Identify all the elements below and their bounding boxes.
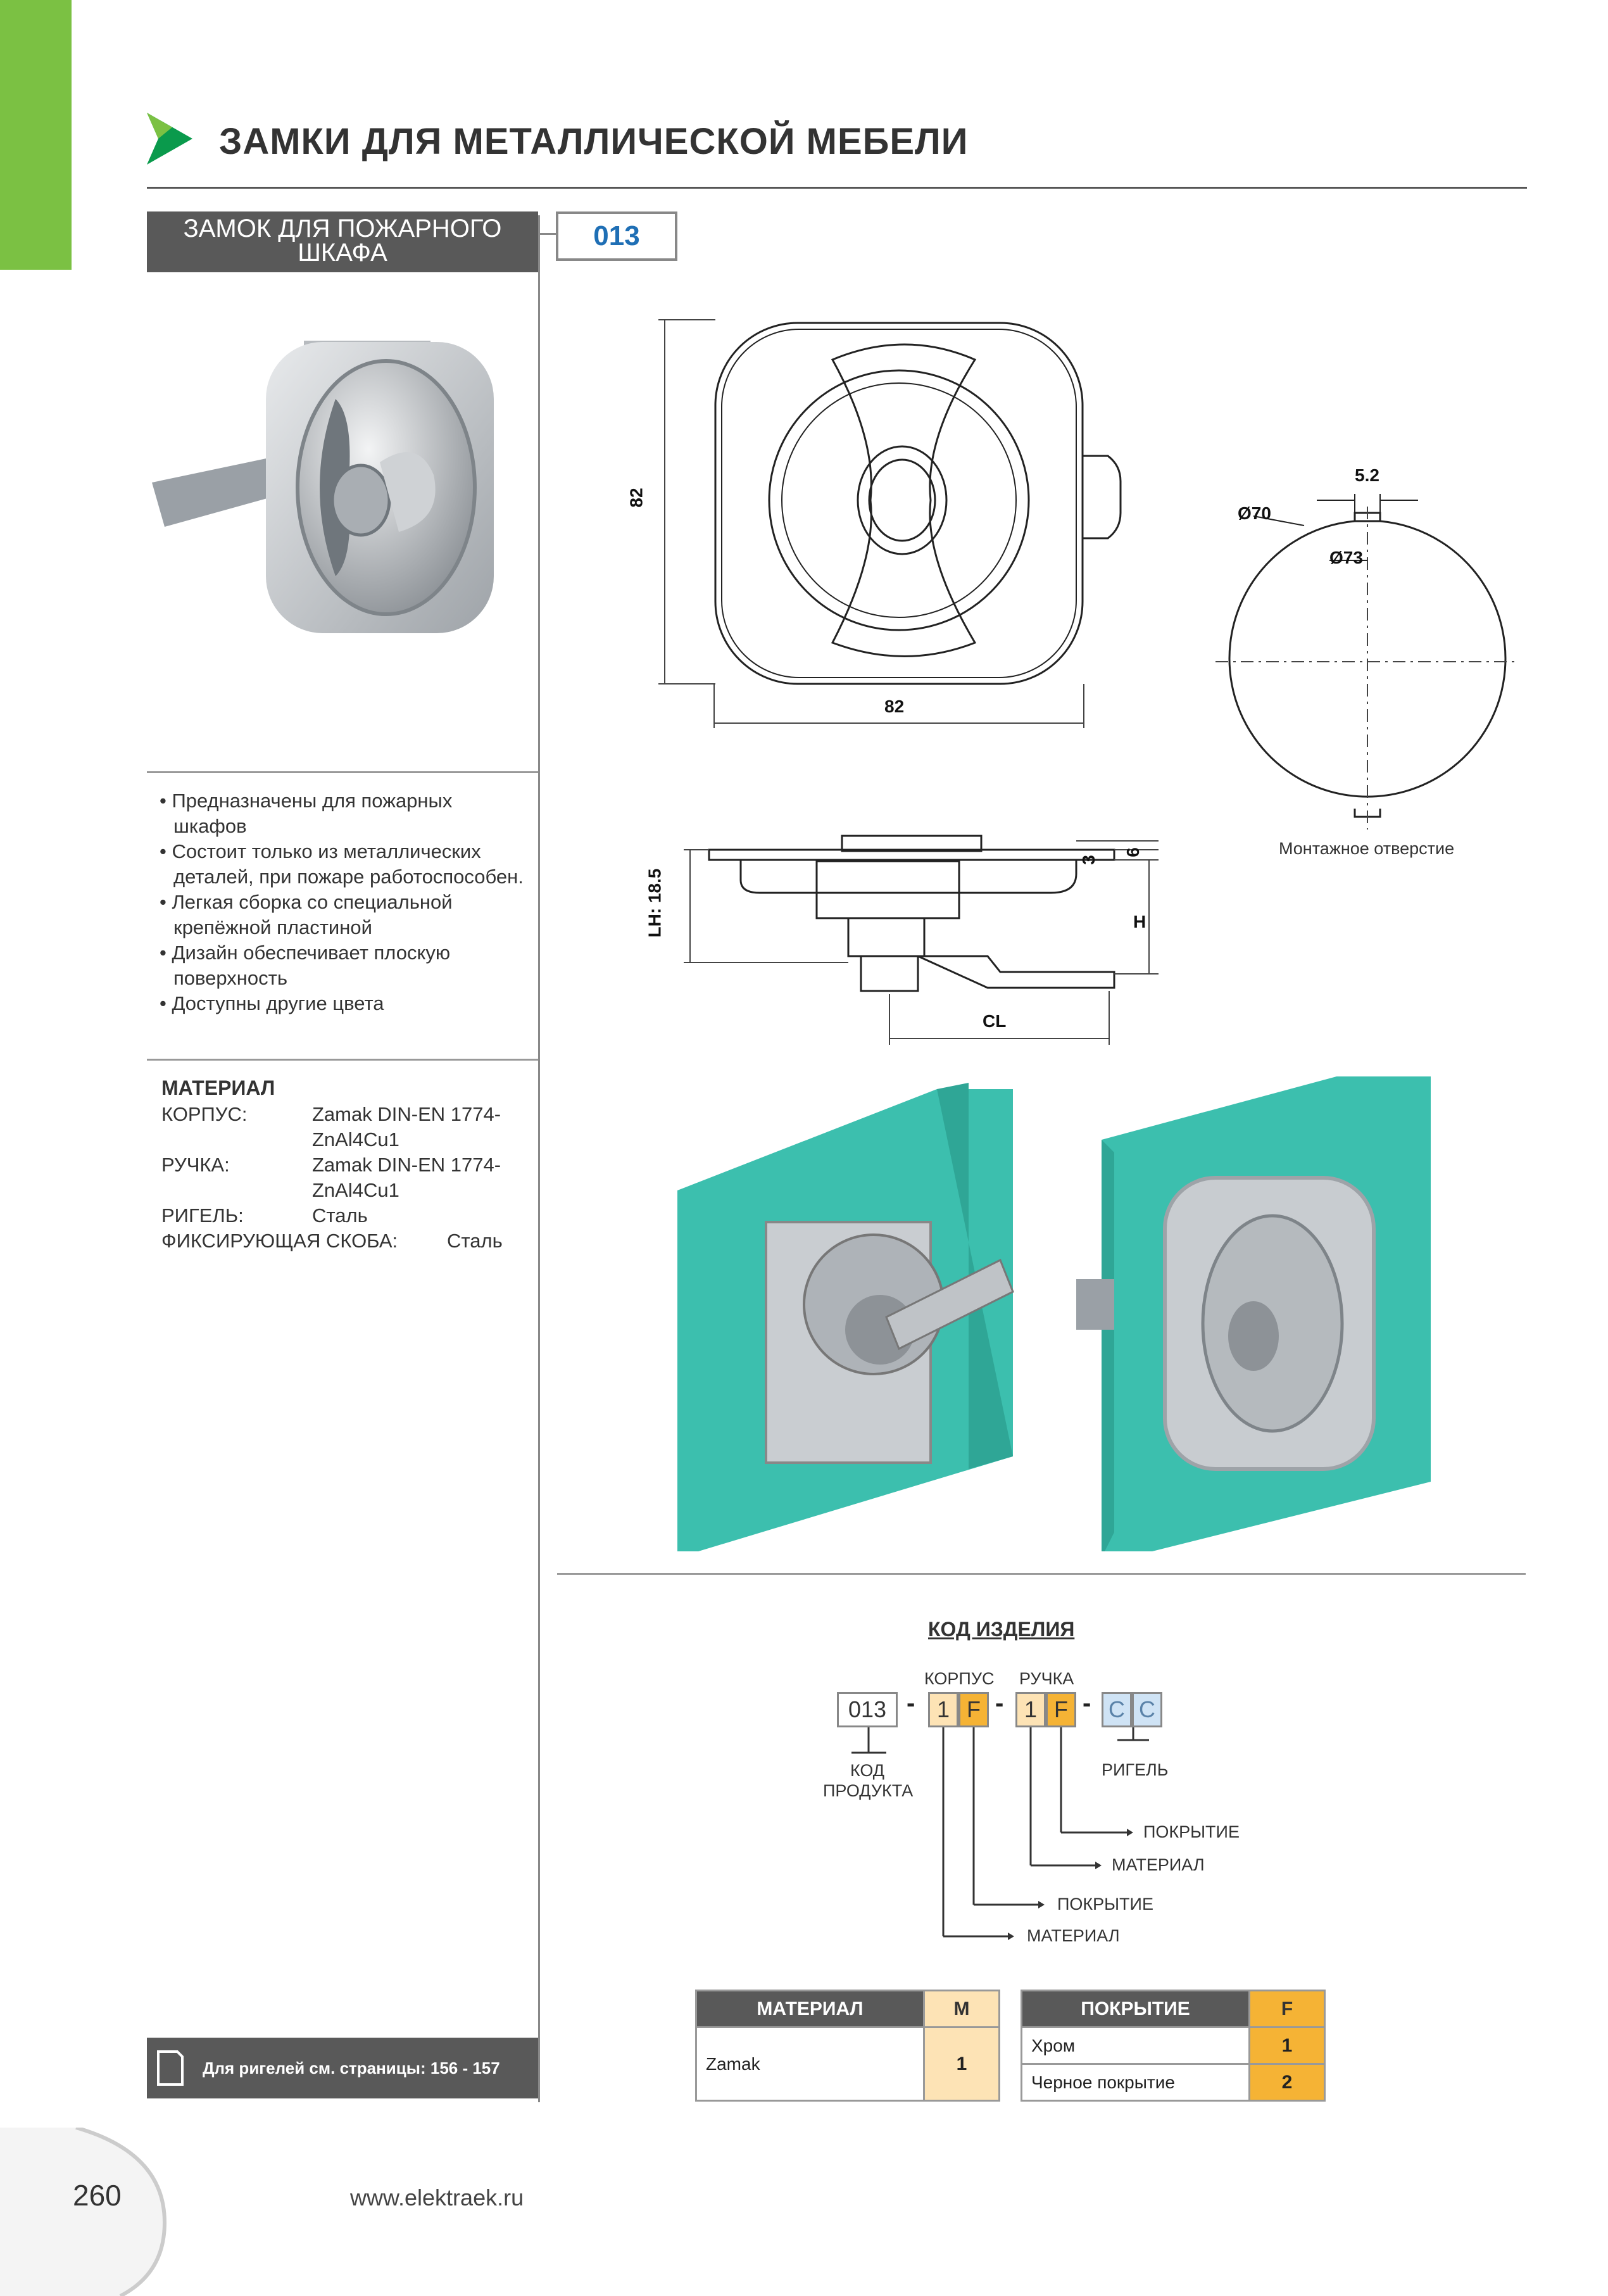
rigel-label: РИГЕЛЬ — [1102, 1760, 1169, 1779]
code-ruchka-material: 1 — [1015, 1692, 1046, 1727]
column-divider — [538, 215, 540, 2102]
dim-3: 3 — [1078, 855, 1098, 865]
korpus-label: КОРПУС — [924, 1669, 995, 1688]
technical-drawing — [658, 319, 1519, 1045]
product-photo — [152, 341, 494, 633]
material-value: Сталь — [312, 1204, 368, 1227]
material-value: Zamak DIN-EN 1774-ZnAl4Cu1 — [312, 1103, 501, 1151]
page-curl — [0, 2128, 167, 2296]
code-section-title: КОД ИЗДЕЛИЯ — [928, 1618, 1075, 1641]
footer-note-text: Для ригелей см. страницы: 156 - 157 — [203, 2059, 500, 2078]
code-rigel-2: C — [1132, 1692, 1162, 1727]
page-icon — [157, 2050, 184, 2086]
table-cell: 2 — [1248, 2063, 1326, 2102]
installation-photos — [677, 1076, 1431, 1551]
material-table-code-header: M — [923, 1990, 1000, 2028]
code-product-label: КОД ПРОДУКТА — [823, 1761, 914, 1800]
material-label: РУЧКА: — [161, 1154, 230, 1176]
coating-table-header: ПОКРЫТИЕ — [1021, 1990, 1250, 2028]
page-number: 260 — [73, 2179, 122, 2212]
features-list: • Предназначены для пожарных шкафов • Со… — [160, 788, 527, 1016]
dim-6: 6 — [1122, 847, 1143, 857]
dim-h: H — [1133, 912, 1146, 931]
material-label: ФИКСИРУЮЩАЯ СКОБА: — [161, 1230, 398, 1252]
code-korpus-material: 1 — [928, 1692, 958, 1727]
table-cell: Хром — [1021, 2026, 1250, 2065]
dim-lh: LH: 18.5 — [644, 868, 665, 938]
table-cell: 1 — [1248, 2026, 1326, 2065]
product-name-box: ЗАМОК ДЛЯ ПОЖАРНОГО ШКАФА — [147, 211, 538, 272]
material-table: МАТЕРИАЛ M Zamak 1 — [695, 1990, 1000, 2102]
code-dash: - — [1083, 1689, 1091, 1717]
dim-slot: 5.2 — [1355, 465, 1379, 485]
korpus-coating-label: ПОКРЫТИЕ — [1057, 1895, 1153, 1914]
code-connectors — [851, 1727, 1149, 1940]
code-dash: - — [907, 1689, 915, 1717]
code-ruchka-coating: F — [1046, 1692, 1076, 1727]
dim-height: 82 — [626, 488, 646, 508]
material-label: РИГЕЛЬ: — [161, 1204, 244, 1227]
accent-bar — [0, 0, 72, 270]
mount-hole-label: Монтажное отверстие — [1279, 839, 1455, 858]
material-value: Сталь — [447, 1230, 503, 1252]
feature-item: • Легкая сборка со специальной крепёжной… — [160, 891, 453, 938]
table-cell: 1 — [923, 2026, 1000, 2102]
table-cell: Черное покрытие — [1021, 2063, 1250, 2102]
code-dash: - — [995, 1689, 1004, 1717]
feature-item: • Состоит только из металлических детале… — [160, 840, 524, 888]
footer-note: Для ригелей см. страницы: 156 - 157 — [147, 2038, 538, 2098]
code-rigel-1: C — [1102, 1692, 1132, 1727]
page-title: ЗАМКИ ДЛЯ МЕТАЛЛИЧЕСКОЙ МЕБЕЛИ — [219, 121, 969, 162]
korpus-material-label: МАТЕРИАЛ — [1027, 1926, 1120, 1945]
website-url[interactable]: www.elektraek.ru — [350, 2185, 524, 2211]
material-label: КОРПУС: — [161, 1103, 248, 1125]
arrow-icon — [147, 113, 192, 165]
ruchka-label: РУЧКА — [1019, 1669, 1074, 1688]
dim-cl: CL — [983, 1011, 1007, 1031]
code-korpus-coating: F — [958, 1692, 989, 1727]
feature-item: • Доступны другие цвета — [160, 992, 384, 1014]
title-divider — [147, 187, 1527, 189]
ruchka-coating-label: ПОКРЫТИЕ — [1143, 1822, 1240, 1841]
material-table-header: МАТЕРИАЛ — [695, 1990, 925, 2028]
feature-item: • Дизайн обеспечивает плоскую поверхност… — [160, 942, 451, 989]
coating-table-code-header: F — [1248, 1990, 1326, 2028]
dim-d73: Ø73 — [1329, 548, 1363, 567]
coating-table: ПОКРЫТИЕ F Хром 1 Черное покрытие 2 — [1021, 1990, 1326, 2102]
material-title: МАТЕРИАЛ — [161, 1076, 275, 1099]
dim-d70: Ø70 — [1238, 503, 1271, 523]
table-cell: Zamak — [695, 2026, 925, 2102]
feature-item: • Предназначены для пожарных шкафов — [160, 790, 453, 837]
dim-width: 82 — [884, 697, 905, 716]
ruchka-material-label: МАТЕРИАЛ — [1112, 1855, 1205, 1874]
code-product: 013 — [837, 1692, 898, 1727]
material-value: Zamak DIN-EN 1774-ZnAl4Cu1 — [312, 1154, 501, 1201]
product-code: 013 — [556, 211, 677, 261]
